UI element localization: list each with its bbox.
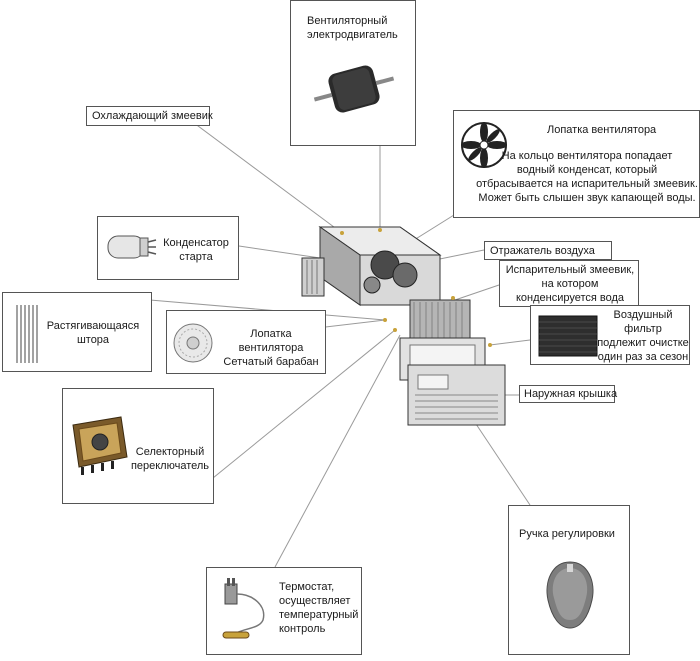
fan-blade-description: На кольцо вентилятора попадает водный ко… xyxy=(476,150,698,204)
fan-motor-icon xyxy=(313,65,395,113)
curtain-icon xyxy=(16,305,38,363)
thermostat-icon xyxy=(222,578,265,639)
cooling-coil-label: Охлаждающий змеевик xyxy=(92,110,213,122)
blower-wheel-label: Лопатка вентилятора Сетчатый барабан xyxy=(223,328,319,368)
evaporator-coil-box: Испарительный змеевик, на котором конден… xyxy=(499,260,639,307)
air-deflector-box: Отражатель воздуха xyxy=(484,241,612,260)
thermostat-label: Термостат, осуществляет температурный ко… xyxy=(279,581,359,635)
control-knob-icon xyxy=(546,561,594,629)
outer-cover-box: Наружная крышка xyxy=(519,385,618,403)
curtain-label: Растягивающаяся штора xyxy=(46,320,140,346)
fan-motor-box: Вентиляторный электродвигатель xyxy=(290,0,416,146)
selector-switch-icon xyxy=(72,416,128,475)
control-knob-box: Ручка регулировки xyxy=(508,505,630,655)
air-filter-label: Воздушный фильтр подлежит очистке один р… xyxy=(597,309,689,363)
cooling-coil-box: Охлаждающий змеевик xyxy=(86,106,213,126)
thermostat-box: Термостат, осуществляет температурный ко… xyxy=(206,567,362,655)
fan-motor-label: Вентиляторный электродвигатель xyxy=(307,15,398,41)
curtain-box: Растягивающаяся штора xyxy=(2,292,152,372)
fan-blade-box: Лопатка вентилятора На кольцо вентилятор… xyxy=(453,110,700,218)
evaporator-coil-label: Испарительный змеевик, на котором конден… xyxy=(505,264,635,304)
blower-wheel-box: Лопатка вентилятора Сетчатый барабан xyxy=(166,310,326,374)
selector-switch-box: Селекторный переключатель xyxy=(62,388,214,504)
capacitor-icon xyxy=(107,235,157,259)
control-knob-label: Ручка регулировки xyxy=(519,528,615,540)
air-filter-icon xyxy=(538,315,598,357)
start-capacitor-box: Конденсатор старта xyxy=(97,216,239,280)
fan-blade-label: Лопатка вентилятора xyxy=(547,124,657,136)
air-conditioner-unit xyxy=(301,226,506,426)
selector-switch-label: Селекторный переключатель xyxy=(130,446,210,472)
start-capacitor-label: Конденсатор старта xyxy=(163,237,229,263)
blower-wheel-icon xyxy=(173,323,213,363)
air-deflector-label: Отражатель воздуха xyxy=(490,245,595,257)
fan-blade-icon xyxy=(461,122,507,168)
outer-cover-label: Наружная крышка xyxy=(524,388,618,400)
air-filter-box: Воздушный фильтр подлежит очистке один р… xyxy=(530,305,690,365)
